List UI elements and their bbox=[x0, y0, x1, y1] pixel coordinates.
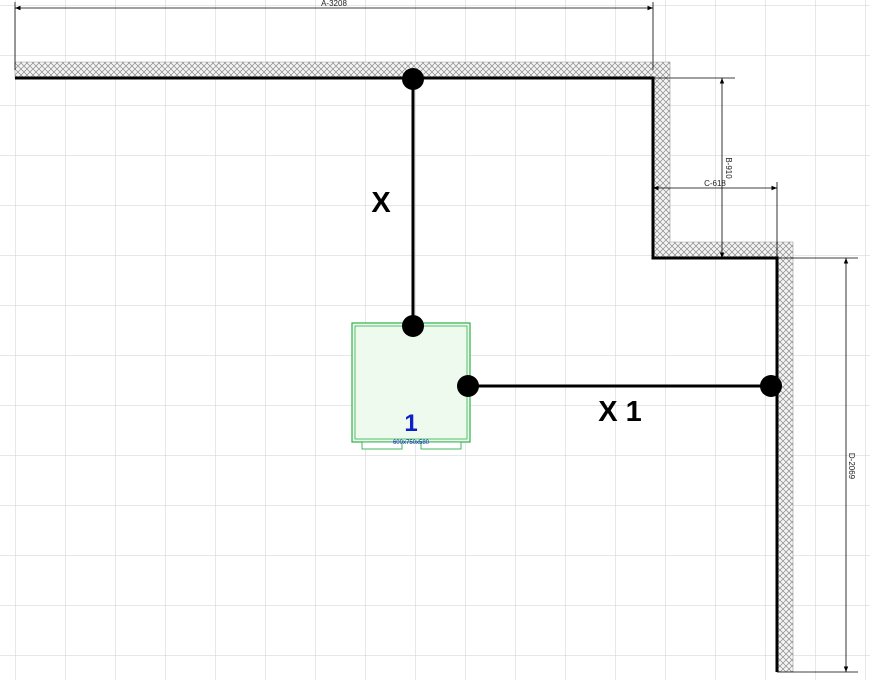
dimension-d-label: D-2069 bbox=[847, 453, 856, 480]
distance-x1-handle-right[interactable] bbox=[760, 375, 782, 397]
dimension-b: B-910 bbox=[653, 77, 735, 259]
distance-x1-label: X 1 bbox=[598, 396, 642, 428]
dimension-d: D-2069 bbox=[777, 257, 858, 673]
dimension-c-label: C-618 bbox=[704, 179, 726, 188]
cabinet-size: 600x750x580 bbox=[393, 440, 430, 446]
distance-x1[interactable]: X 1 bbox=[457, 375, 782, 428]
dimension-b-label: B-910 bbox=[724, 157, 733, 179]
cabinet-number: 1 bbox=[404, 410, 417, 437]
distance-x-handle-top[interactable] bbox=[402, 68, 424, 90]
distance-x-handle-bottom[interactable] bbox=[402, 315, 424, 337]
dimension-c: C-618 bbox=[652, 179, 778, 258]
dimension-a-label: A-3208 bbox=[321, 0, 347, 8]
cabinet-door-right bbox=[420, 441, 462, 450]
cabinet-1[interactable]: 1 600x750x580 bbox=[351, 322, 471, 450]
cabinet-door-left bbox=[361, 441, 403, 450]
dimension-a: A-3208 bbox=[14, 0, 654, 70]
distance-x-label: X bbox=[371, 187, 391, 219]
wall-outline[interactable] bbox=[15, 76, 779, 672]
distance-x1-handle-left[interactable] bbox=[457, 375, 479, 397]
distance-x[interactable]: X bbox=[371, 68, 424, 337]
